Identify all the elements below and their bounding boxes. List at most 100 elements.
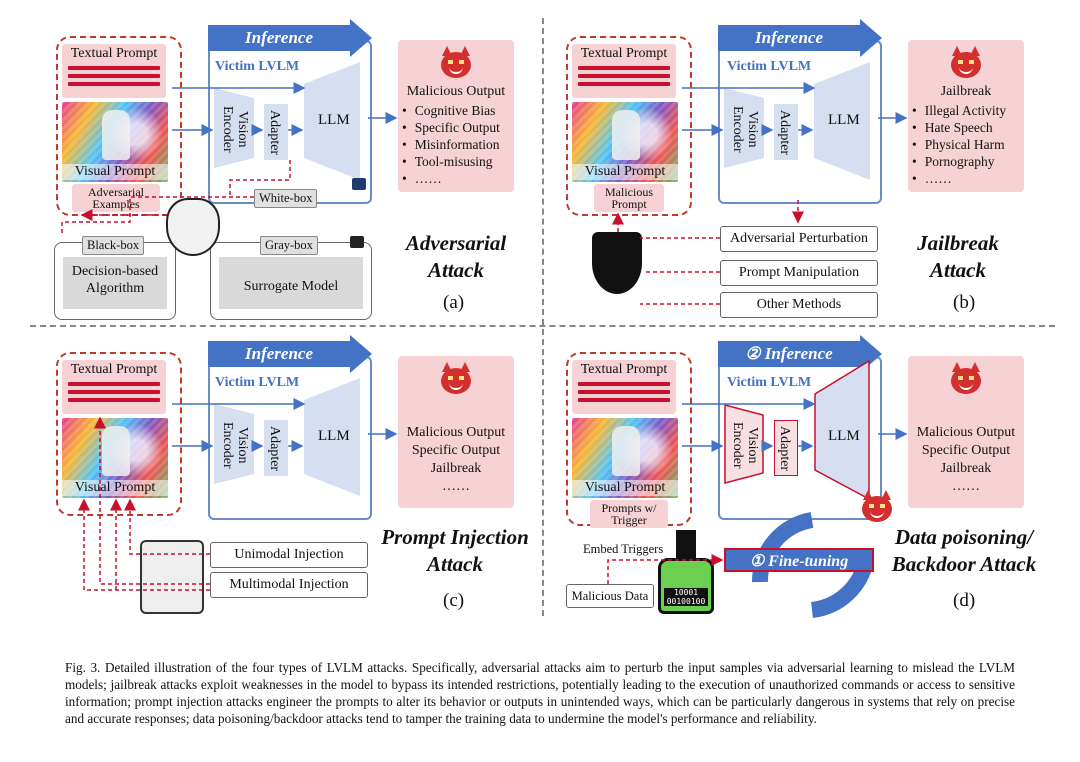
llm-shape-c: [304, 378, 360, 496]
adapter-label: Adapter: [267, 426, 282, 472]
multimodal-injection-box: Multimodal Injection: [210, 572, 368, 598]
textual-prompt-label: Textual Prompt: [70, 362, 158, 377]
other-methods-box: Other Methods: [720, 292, 878, 318]
surrogate-model-label: Surrogate Model: [243, 279, 339, 294]
encoder-shape-c: [214, 404, 254, 484]
llm-label: LLM: [828, 112, 860, 128]
visual-prompt-image-b: Visual Prompt: [572, 102, 678, 182]
llm-label: LLM: [828, 428, 860, 444]
output-line: Specific Output: [921, 443, 1011, 458]
adapter-label: Adapter: [777, 110, 792, 156]
malicious-output-box-a: Malicious Output Cognitive Bias Specific…: [398, 40, 514, 192]
adapter-shape-a: [264, 104, 288, 160]
shield-icon: [592, 232, 642, 294]
prompts-with-trigger-label: Prompts w/ Trigger: [590, 500, 668, 528]
panel-label-c: (c): [443, 590, 465, 611]
output-item: Hate Speech: [912, 119, 1024, 136]
visual-prompt-label: Visual Prompt: [62, 164, 168, 180]
white-box-tag: White-box: [254, 189, 318, 208]
textual-prompt-label: Textual Prompt: [70, 46, 158, 61]
adapter-shape-d: [774, 420, 798, 476]
horizontal-divider: [30, 325, 1055, 327]
panel-label-a: (a): [443, 292, 465, 313]
lock-icon: [352, 178, 366, 190]
devil-icon: [862, 490, 892, 522]
output-line: ……: [442, 479, 470, 494]
output-line: Jailbreak: [940, 461, 992, 476]
output-list-a: Cognitive Bias Specific Output Misinform…: [398, 102, 514, 187]
adversarial-perturbation-box: Adversarial Perturbation: [720, 226, 878, 252]
panel-title-a: Adversarial Attack: [405, 231, 507, 282]
output-item: ……: [402, 170, 514, 187]
vision-encoder-label: Vision Encoder: [730, 421, 760, 469]
visual-prompt-label: Visual Prompt: [62, 480, 168, 496]
visual-prompt-image-a: Visual Prompt: [62, 102, 168, 182]
output-line: Specific Output: [411, 443, 501, 458]
victim-lvlm-label: Victim LVLM: [727, 375, 812, 390]
llm-shape-b: [814, 62, 870, 180]
syringe-scroll-icon: [140, 540, 204, 614]
output-title: Malicious Output: [406, 84, 506, 99]
textual-prompt-b: Textual Prompt: [572, 44, 676, 98]
vertical-divider: [542, 18, 544, 616]
panel-label-b: (b): [953, 292, 976, 313]
adapter-shape-b: [774, 104, 798, 160]
llm-label: LLM: [318, 112, 350, 128]
surrogate-model-box: Surrogate Model: [210, 242, 372, 320]
output-item: Illegal Activity: [912, 102, 1024, 119]
decision-based-label: Decision-based Algorithm: [71, 264, 159, 296]
output-item: Physical Harm: [912, 136, 1024, 153]
encoder-shape-b: [724, 88, 764, 168]
output-item: Pornography: [912, 153, 1024, 170]
malicious-prompt-label: Malicious Prompt: [594, 184, 664, 212]
visual-prompt-image-c: Visual Prompt: [62, 418, 168, 498]
textual-prompt-d: Textual Prompt: [572, 360, 676, 414]
vision-encoder-label: Vision Encoder: [220, 105, 250, 153]
gray-box-tag: Gray-box: [260, 236, 318, 255]
panel-title-c: Prompt Injection Attack: [381, 525, 529, 576]
textual-prompt-label: Textual Prompt: [580, 362, 668, 377]
unimodal-injection-box: Unimodal Injection: [210, 542, 368, 568]
textual-prompt-a: Textual Prompt: [62, 44, 166, 98]
malicious-data-box: Malicious Data: [566, 584, 654, 608]
adversarial-examples-label: Adversarial Examples: [72, 184, 160, 212]
jailbreak-output-box: Jailbreak Illegal Activity Hate Speech P…: [908, 40, 1024, 192]
llm-shape-a: [304, 62, 360, 180]
panel-title-d: Data poisoning/ Backdoor Attack: [891, 525, 1037, 576]
visual-prompt-label: Visual Prompt: [572, 480, 678, 496]
flask-code: 10001 00100100: [664, 588, 708, 606]
output-line: Malicious Output: [406, 425, 506, 440]
embed-triggers-label: Embed Triggers: [583, 542, 664, 556]
decision-based-box: Decision-based Algorithm: [54, 242, 176, 320]
output-box-d: Malicious Output Specific Output Jailbre…: [908, 356, 1024, 508]
visual-prompt-label: Visual Prompt: [572, 164, 678, 180]
encoder-shape-a: [214, 88, 254, 168]
victim-lvlm-label: Victim LVLM: [215, 375, 300, 390]
output-line: Malicious Output: [916, 425, 1016, 440]
wolf-icon: [166, 198, 220, 256]
poison-flask-icon: 10001 00100100: [658, 530, 714, 614]
output-box-c: Malicious Output Specific Output Jailbre…: [398, 356, 514, 508]
output-item: Tool-misusing: [402, 153, 514, 170]
output-item: Cognitive Bias: [402, 102, 514, 119]
adapter-label: Adapter: [267, 110, 282, 156]
textual-prompt-c: Textual Prompt: [62, 360, 166, 414]
output-line: ……: [952, 479, 980, 494]
figure-caption: Fig. 3. Detailed illustration of the fou…: [65, 660, 1015, 726]
output-item: Misinformation: [402, 136, 514, 153]
victim-lvlm-label: Victim LVLM: [215, 59, 300, 74]
encoder-shape-d: [724, 404, 764, 484]
black-box-tag: Black-box: [82, 236, 145, 255]
vision-encoder-label: Vision Encoder: [730, 105, 760, 153]
vision-encoder-label: Vision Encoder: [220, 421, 250, 469]
output-title: Jailbreak: [940, 84, 992, 99]
victim-lvlm-label: Victim LVLM: [727, 59, 812, 74]
prompt-manipulation-box: Prompt Manipulation: [720, 260, 878, 286]
textual-prompt-label: Textual Prompt: [580, 46, 668, 61]
panel-title-b: Jailbreak Attack: [917, 231, 999, 282]
output-list-b: Illegal Activity Hate Speech Physical Ha…: [908, 102, 1024, 187]
output-line: Jailbreak: [430, 461, 482, 476]
output-item: Specific Output: [402, 119, 514, 136]
adapter-shape-c: [264, 420, 288, 476]
